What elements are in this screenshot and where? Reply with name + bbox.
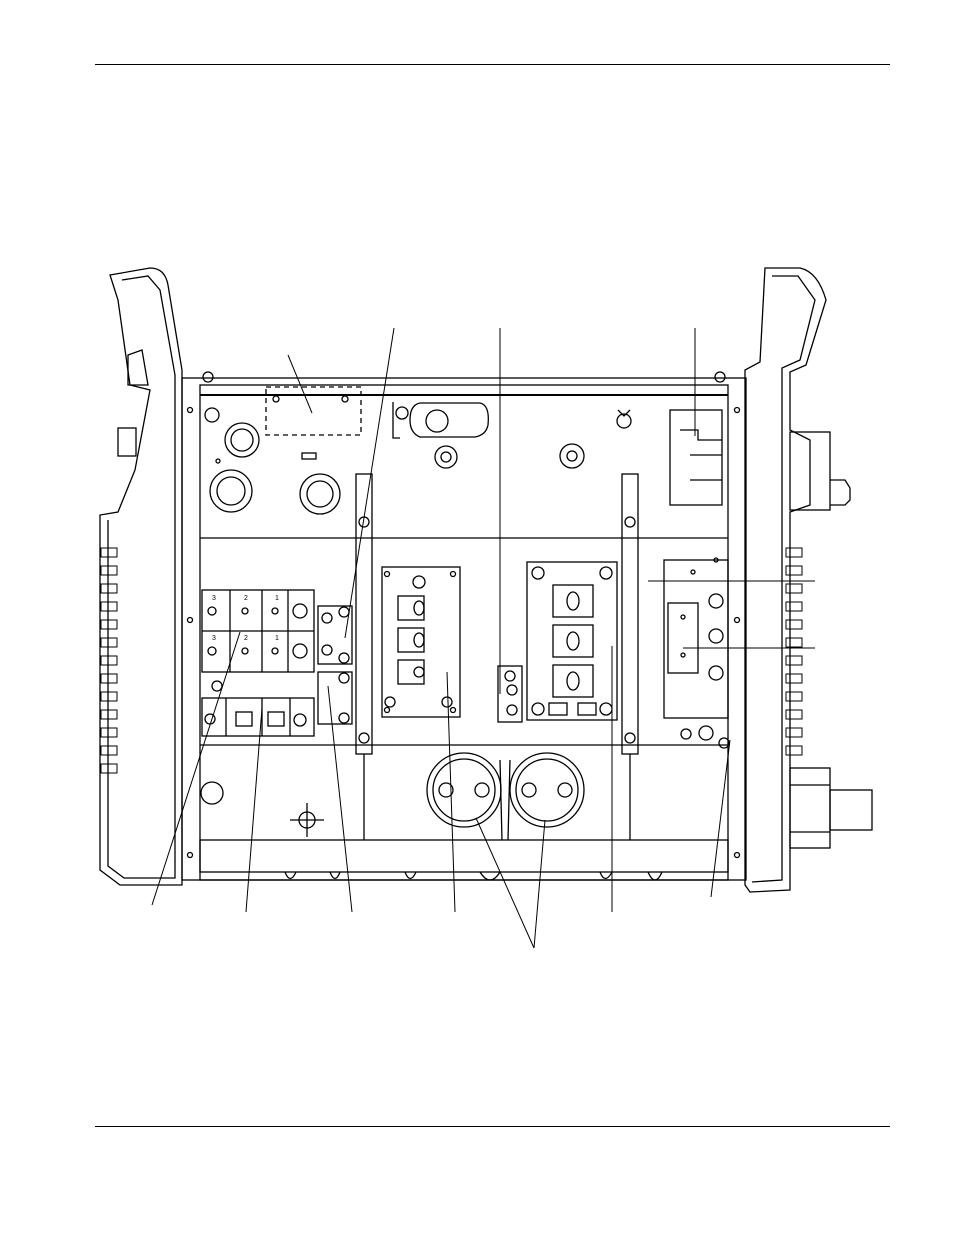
- upper-right-relay: [669, 409, 723, 506]
- diode-pair: [317, 605, 353, 725]
- vertical-brackets: [355, 473, 639, 840]
- center-left-board: [381, 566, 461, 718]
- bottom-feet: [284, 871, 663, 881]
- right-vent-slots: [785, 547, 803, 756]
- module-label-bottom-3: 3: [212, 635, 216, 642]
- callout-leaders: [151, 327, 815, 949]
- center-right-board: [526, 561, 618, 721]
- header-rule: [95, 64, 890, 65]
- dashed-board-outline: [265, 386, 362, 436]
- module-label-bottom-1: 1: [275, 635, 279, 642]
- upper-left-connectors: [204, 402, 632, 515]
- left-handle: [99, 267, 183, 886]
- left-vent-slots: [100, 547, 118, 774]
- right-handle: [744, 267, 873, 893]
- right-output-board: [663, 557, 730, 749]
- center-small-diode: [497, 665, 523, 723]
- module-label-bottom-2: 2: [244, 635, 248, 642]
- module-label-top-2: 2: [244, 595, 248, 602]
- igbt-module-block: 3 2 1 3 2 1: [201, 589, 315, 673]
- module-label-top-3: 3: [212, 595, 216, 602]
- rectifier-strip: [200, 680, 324, 837]
- top-screws: [186, 371, 741, 859]
- output-sockets: [426, 752, 585, 841]
- module-label-top-1: 1: [275, 595, 279, 602]
- footer-rule: [95, 1126, 890, 1127]
- chassis: [181, 377, 747, 881]
